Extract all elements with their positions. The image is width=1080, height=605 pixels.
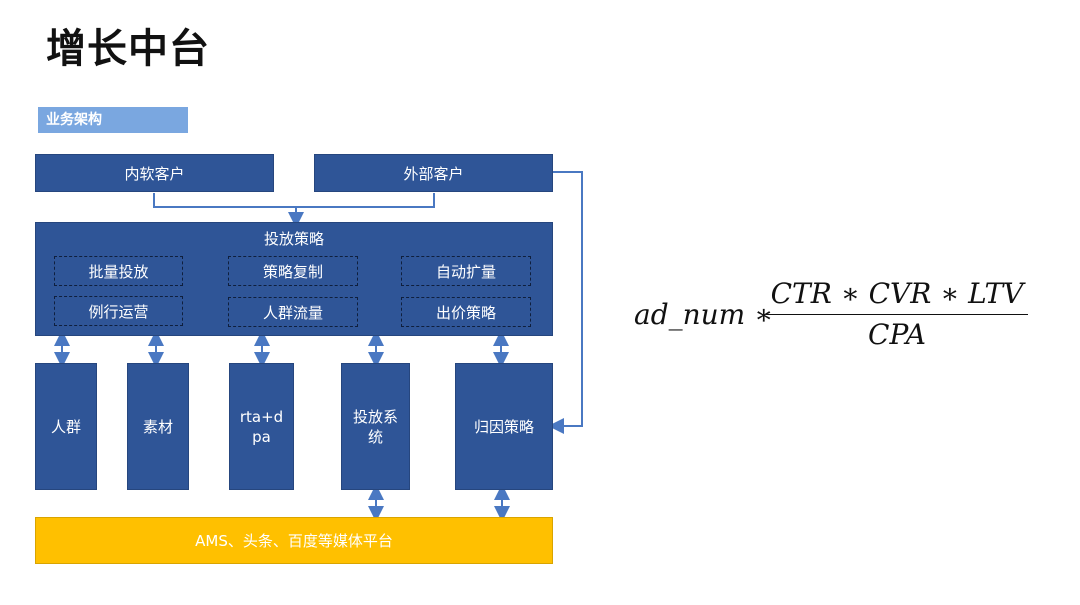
delivery-strategy-panel: 投放策略 — [35, 222, 553, 336]
module-delivery-system-label: 投放系统 — [352, 407, 398, 446]
formula-fraction-bar — [766, 314, 1028, 315]
strategy-title: 投放策略 — [263, 230, 324, 248]
page-title: 增长中台 — [46, 26, 210, 72]
media-platform-bar: AMS、头条、百度等媒体平台 — [35, 517, 553, 564]
module-attribution: 归因策略 — [455, 363, 553, 490]
strategy-item-routine: 例行运营 — [54, 296, 183, 326]
internal-client-box: 内软客户 — [35, 154, 274, 192]
client-merge-line — [153, 193, 435, 208]
module-material: 素材 — [127, 363, 189, 490]
module-delivery-system: 投放系统 — [341, 363, 410, 490]
strategy-item-bidding: 出价策略 — [401, 297, 531, 327]
section-tag: 业务架构 — [38, 107, 188, 133]
strategy-item-traffic: 人群流量 — [228, 297, 358, 327]
external-to-attribution-line — [548, 171, 583, 434]
module-rta-dpa: rta+dpa — [229, 363, 294, 490]
formula-denominator: CPA — [868, 318, 926, 351]
module-rta-dpa-label: rta+dpa — [239, 407, 284, 446]
formula-left: ad_num ∗ — [634, 298, 774, 331]
formula: ad_num ∗ CTR ∗ CVR ∗ LTV CPA — [634, 276, 1044, 356]
formula-fraction: CTR ∗ CVR ∗ LTV CPA — [766, 276, 1028, 353]
module-audience: 人群 — [35, 363, 97, 490]
strategy-item-copy: 策略复制 — [228, 256, 358, 286]
strategy-item-batch: 批量投放 — [54, 256, 183, 286]
external-client-box: 外部客户 — [314, 154, 553, 192]
formula-numerator: CTR ∗ CVR ∗ LTV — [770, 277, 1024, 310]
strategy-item-expand: 自动扩量 — [401, 256, 531, 286]
